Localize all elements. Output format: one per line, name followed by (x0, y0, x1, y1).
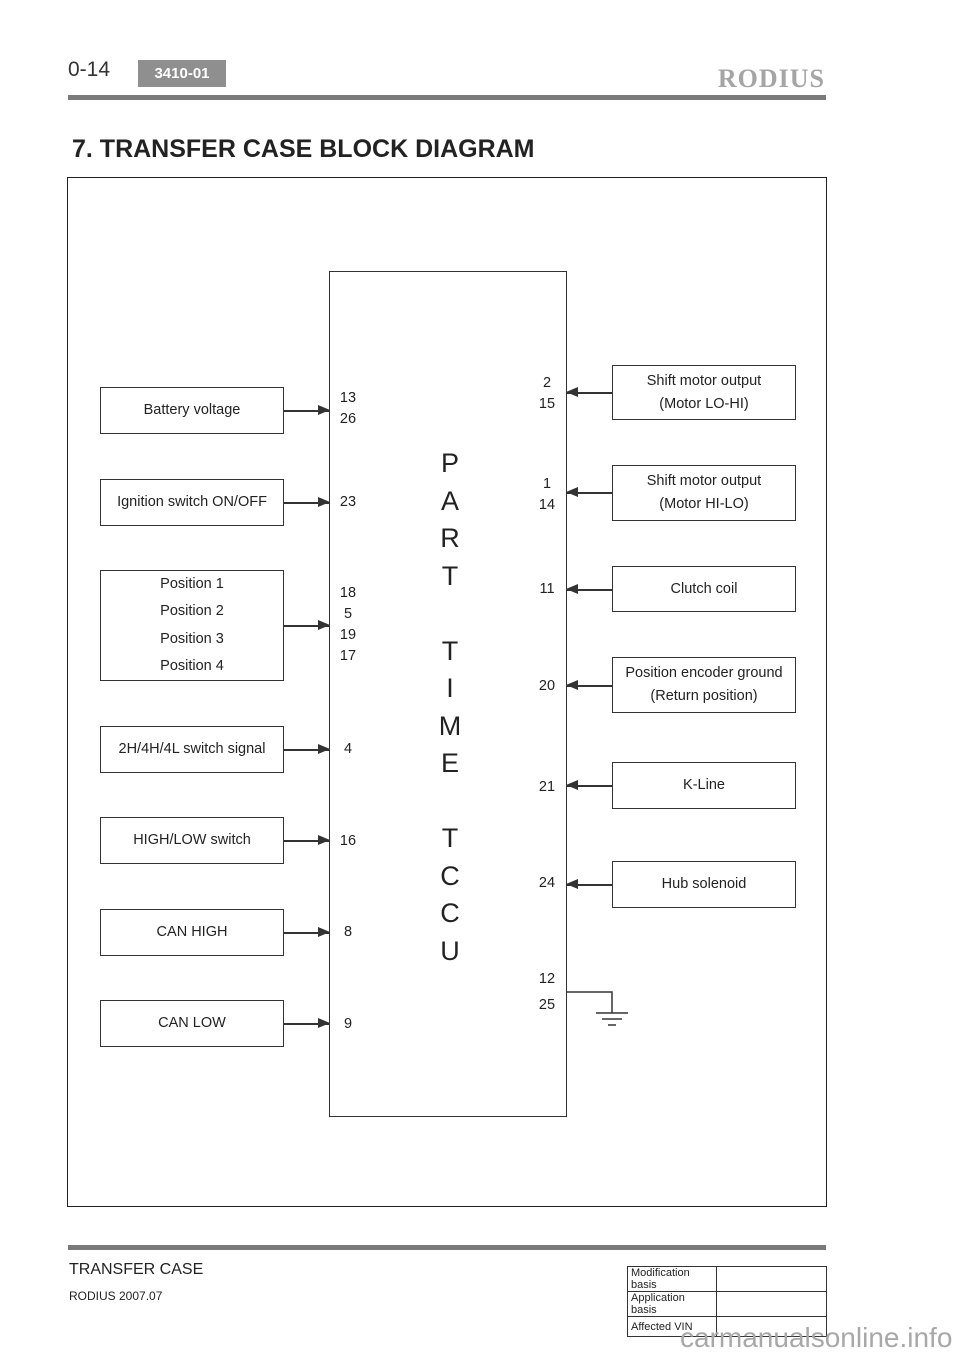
pin-label: 26 (339, 411, 357, 427)
tccu-block (329, 271, 567, 1117)
diagram-frame (67, 177, 827, 1207)
arrow-left (566, 488, 612, 496)
output-position-encoder-ground: Position encoder ground (Return position) (612, 657, 796, 713)
arrow-right (284, 406, 330, 414)
tccu-letter: A (440, 485, 459, 516)
arrow-right (284, 621, 330, 629)
table-label: Modification basis (627, 1266, 717, 1292)
ground-icon (567, 991, 628, 1026)
footer-section: TRANSFER CASE (69, 1261, 204, 1278)
arrow-right (284, 1019, 330, 1027)
brand-logo: RODIUS (717, 64, 825, 93)
input-2h4h4l-switch: 2H/4H/4L switch signal (100, 726, 284, 773)
arrow-left (566, 781, 612, 789)
tccu-letter: T (441, 560, 459, 591)
box-label: Position encoder ground (625, 665, 783, 681)
box-label: Position 3 (160, 630, 224, 647)
output-hub-solenoid: Hub solenoid (612, 861, 796, 908)
tccu-letter: C (440, 860, 460, 891)
table-label: Application basis (627, 1291, 717, 1317)
arrow-right (284, 836, 330, 844)
pin-label: 8 (343, 924, 353, 940)
output-clutch-coil: Clutch coil (612, 566, 796, 612)
box-label: (Motor LO-HI) (659, 395, 749, 412)
pin-label: 17 (339, 648, 357, 664)
pin-label: 12 (538, 971, 556, 987)
pin-label: 18 (339, 585, 357, 601)
arrow-left (566, 585, 612, 593)
pin-label: 15 (538, 396, 556, 412)
tccu-letter: E (440, 748, 459, 778)
header-rule (68, 95, 826, 100)
pin-label: 2 (542, 375, 552, 391)
pin-label: 4 (343, 741, 353, 757)
tccu-letter: P (440, 448, 459, 478)
box-label: Position 1 (160, 575, 224, 592)
tccu-letter: M (438, 710, 462, 741)
box-label: (Return position) (650, 688, 758, 704)
table-value (716, 1316, 827, 1337)
tccu-letter: T (441, 823, 459, 853)
arrow-left (566, 388, 612, 396)
tccu-letter: T (441, 635, 459, 666)
tccu-letter: R (440, 523, 460, 553)
box-label: (Motor HI-LO) (659, 496, 749, 512)
box-label: Hub solenoid (661, 876, 747, 892)
pin-label: 1 (542, 476, 552, 492)
revision-table: Modification basis Application basis Aff… (627, 1266, 827, 1337)
page-title: 7. TRANSFER CASE BLOCK DIAGRAM (72, 135, 535, 163)
arrow-right (284, 498, 330, 506)
footer-model: RODIUS 2007.07 (69, 1289, 163, 1303)
output-shift-motor-lo-hi: Shift motor output (Motor LO-HI) (612, 365, 796, 420)
box-label: K-Line (683, 777, 725, 793)
table-value (716, 1266, 827, 1292)
input-can-high: CAN HIGH (100, 909, 284, 956)
section-code-badge: 3410-01 (138, 60, 226, 87)
box-label: CAN LOW (158, 1015, 226, 1031)
output-shift-motor-hi-lo: Shift motor output (Motor HI-LO) (612, 465, 796, 521)
pin-label: 24 (538, 875, 556, 891)
tccu-letter: I (446, 673, 454, 703)
box-label: HIGH/LOW switch (133, 832, 251, 848)
tccu-letter: C (440, 898, 460, 928)
watermark: carmanualsonline.info (680, 1322, 953, 1353)
arrow-right (284, 928, 330, 936)
pin-label: 21 (538, 779, 556, 795)
input-ignition-switch: Ignition switch ON/OFF (100, 479, 284, 526)
pin-label: 13 (339, 390, 357, 406)
input-battery-voltage: Battery voltage (100, 387, 284, 434)
pin-label: 11 (539, 581, 555, 597)
tccu-letter: U (440, 935, 460, 966)
pin-label: 23 (339, 494, 357, 510)
box-label: Battery voltage (143, 402, 241, 418)
page-number: 0-14 (68, 58, 111, 81)
box-label: Shift motor output (646, 473, 762, 489)
footer-rule (68, 1245, 826, 1250)
input-high-low-switch: HIGH/LOW switch (100, 817, 284, 864)
box-label: Clutch coil (670, 580, 738, 597)
arrow-left (566, 880, 612, 888)
box-label: Ignition switch ON/OFF (117, 494, 267, 510)
box-label: CAN HIGH (156, 924, 228, 940)
input-positions: Position 1 Position 2 Position 3 Positio… (100, 570, 284, 681)
pin-label: 25 (538, 997, 556, 1013)
arrow-left (566, 681, 612, 689)
arrow-right (284, 745, 330, 753)
input-can-low: CAN LOW (100, 1000, 284, 1047)
pin-label: 14 (538, 497, 556, 513)
table-value (716, 1291, 827, 1317)
output-k-line: K-Line (612, 762, 796, 809)
pin-label: 9 (343, 1016, 353, 1032)
pin-label: 16 (339, 833, 357, 849)
pin-label: 20 (538, 678, 556, 694)
box-label: 2H/4H/4L switch signal (118, 741, 266, 757)
box-label: Shift motor output (646, 372, 762, 389)
box-label: Position 4 (160, 658, 224, 674)
pin-label: 5 (343, 606, 353, 622)
box-label: Position 2 (160, 603, 224, 619)
pin-label: 19 (339, 627, 357, 643)
